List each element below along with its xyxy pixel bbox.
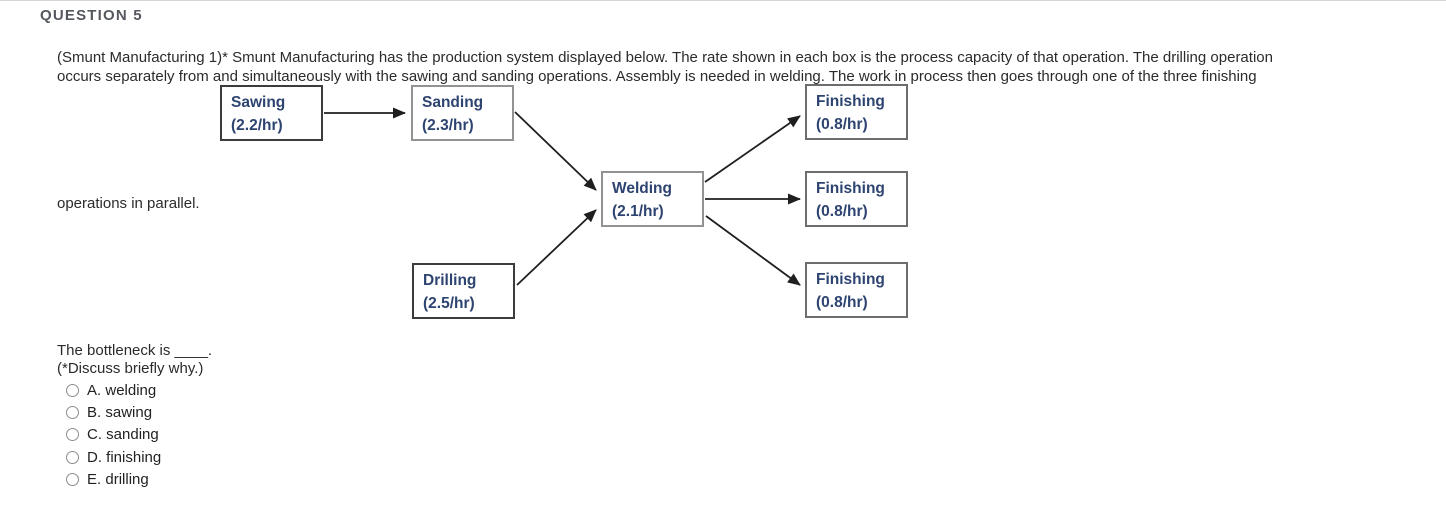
process-box-welding: Welding (2.1/hr) (601, 171, 704, 227)
option-letter: C. (87, 426, 102, 444)
radio-button-d[interactable] (66, 450, 79, 464)
question-text-line-1: (Smunt Manufacturing 1)* Smunt Manufactu… (57, 49, 1273, 66)
answer-option-d[interactable]: D. finishing (66, 446, 161, 468)
option-letter: A. (87, 381, 102, 399)
radio-button-a[interactable] (66, 383, 79, 397)
option-text: drilling (105, 470, 149, 488)
process-box-sawing: Sawing (2.2/hr) (220, 85, 323, 141)
process-box-label: Finishing (816, 93, 885, 110)
question-prompt: The bottleneck is ____. (57, 342, 213, 359)
process-box-finishing-bottom: Finishing (0.8/hr) (805, 262, 908, 318)
process-box-rate: (2.5/hr) (423, 295, 475, 312)
answer-option-e[interactable]: E. drilling (66, 468, 161, 490)
answer-option-b[interactable]: B. sawing (66, 401, 161, 423)
flow-arrows (324, 107, 801, 286)
process-box-rate: (2.3/hr) (422, 117, 474, 134)
option-letter: D. (87, 448, 102, 466)
option-text: sanding (106, 426, 159, 444)
option-text: sawing (105, 403, 153, 421)
process-box-label: Finishing (816, 180, 885, 197)
option-letter: E. (87, 470, 102, 488)
answer-option-c[interactable]: C. sanding (66, 424, 161, 446)
question-note: (*Discuss briefly why.) (57, 360, 204, 377)
arrow-sanding-to-welding (514, 111, 597, 191)
process-box-rate: (0.8/hr) (816, 203, 868, 220)
process-box-label: Sanding (422, 94, 484, 111)
process-box-rate: (2.1/hr) (612, 203, 664, 220)
process-box-drilling: Drilling (2.5/hr) (412, 263, 515, 319)
process-box-label: Welding (612, 180, 672, 197)
radio-button-b[interactable] (66, 405, 79, 419)
option-text: welding (105, 381, 157, 399)
arrow-welding-to-finishing-top (704, 115, 801, 183)
process-box-label: Finishing (816, 271, 885, 288)
process-box-label: Sawing (231, 94, 286, 111)
process-box-finishing-middle: Finishing (0.8/hr) (805, 171, 908, 227)
process-box-rate: (0.8/hr) (816, 294, 868, 311)
radio-button-c[interactable] (66, 428, 79, 442)
question-text-line-2: occurs separately from and simultaneousl… (57, 68, 1257, 85)
process-box-rate: (0.8/hr) (816, 116, 868, 133)
process-box-sanding: Sanding (2.3/hr) (411, 85, 514, 141)
option-letter: B. (87, 403, 102, 421)
radio-button-e[interactable] (66, 472, 79, 486)
question-number-header: QUESTION 5 (40, 7, 143, 24)
answer-options-list: A. welding B. sawing C. sanding D. finis… (66, 379, 161, 490)
arrow-drilling-to-welding (516, 209, 597, 286)
process-box-finishing-top: Finishing (0.8/hr) (805, 84, 908, 140)
process-box-label: Drilling (423, 272, 477, 289)
answer-option-a[interactable]: A. welding (66, 379, 161, 401)
process-box-rate: (2.2/hr) (231, 117, 283, 134)
arrow-welding-to-finishing-bottom (705, 215, 801, 286)
question-text-line-3: operations in parallel. (57, 195, 200, 212)
option-text: finishing (106, 448, 162, 466)
